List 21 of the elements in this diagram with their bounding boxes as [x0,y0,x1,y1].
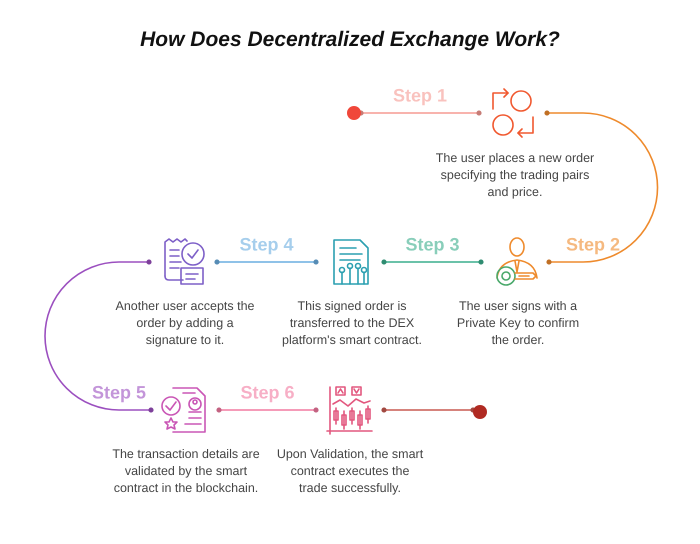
step-description: The transaction details are validated by the smart contract in the blockchain. [111,446,261,497]
end-point [473,405,487,419]
step-description: The user places a new order specifying the trading pairs and price. [434,150,596,201]
step-label: Step 5 [92,382,146,404]
step-description: This signed order is transferred to the DEX platform's smart contract. [281,298,423,349]
step-label: Step 6 [240,382,295,404]
step-label: Step 4 [239,234,294,256]
connector-line [44,259,154,413]
connector-line [381,259,484,265]
step-label: Step 2 [566,234,620,256]
step-description: Another user accepts the order by adding a signature to it. [115,298,255,349]
title: How Does Decentralized Exchange Work? [139,28,561,52]
connector-line [216,407,319,413]
step-description: Upon Validation, the smart contract executes the trade successfully. [276,446,424,497]
step-label: Step 1 [392,86,448,106]
start-point [347,106,361,120]
connector-line [214,259,319,265]
step-description: The user signs with a Private Key to confirm the order. [456,298,580,349]
connector-line [381,407,476,413]
step-label: Step 3 [405,234,460,256]
connector-line [544,110,658,265]
